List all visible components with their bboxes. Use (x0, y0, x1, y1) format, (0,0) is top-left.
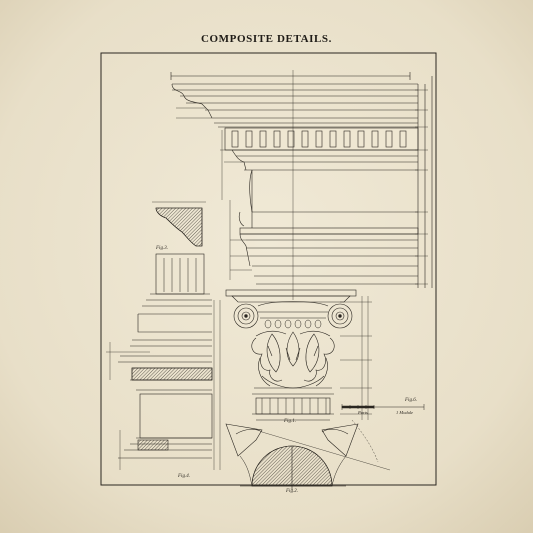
volute-left (233, 303, 259, 329)
plate-title: COMPOSITE DETAILS. (200, 33, 332, 45)
moulding-section-fig3 (152, 201, 206, 247)
fig6-label: Fig.6. (405, 398, 417, 403)
scale-bar (341, 404, 425, 410)
scale-label-parts: Parts (358, 410, 368, 415)
volute-right (327, 303, 353, 329)
fig4-label: Fig.4. (178, 474, 190, 479)
capital-plan-fig2 (225, 419, 391, 490)
column-base-profile (106, 253, 221, 470)
composite-capital-elevation (225, 70, 372, 421)
modillion-row (231, 130, 407, 148)
fig1-label: Fig.1. (284, 419, 296, 424)
fig2-label: Fig.2. (286, 489, 298, 494)
scale-label-module: 1 Module (396, 410, 414, 415)
fig3-label: Fig.3. (156, 246, 168, 251)
entablature-profile (170, 72, 433, 288)
